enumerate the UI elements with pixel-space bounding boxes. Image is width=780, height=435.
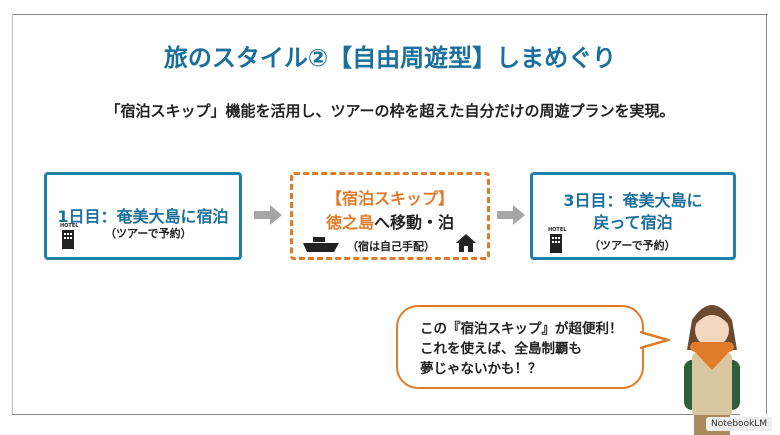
hotel-icon [550, 234, 562, 253]
step-desc: へ移動・泊 [374, 213, 455, 232]
step-title-2: 戻って宿泊 [593, 213, 673, 232]
island-name: 徳之島 [325, 213, 374, 232]
frame-line [766, 14, 767, 414]
house-icon [456, 234, 476, 252]
hotel-label: HOTEL [60, 223, 79, 229]
arrow-right-icon [254, 205, 282, 225]
step-note: （ツアーで予約） [589, 239, 676, 252]
frame-line [12, 414, 740, 415]
frame-line [12, 14, 13, 414]
bubble-tail [640, 330, 670, 350]
arrow-right-icon [497, 205, 525, 225]
frame-line [12, 14, 768, 15]
step-day3: 3日目：奄美大島に 戻って宿泊 HOTEL （ツアーで予約） [530, 172, 736, 260]
step-note: （宿は自己手配） [347, 240, 435, 253]
step-note: （ツアーで予約） [105, 227, 192, 240]
step-title: 1日目：奄美大島に宿泊 [57, 207, 229, 226]
hotel-label: HOTEL [548, 227, 567, 233]
bubble-line: これを使えば、全島制覇も [420, 341, 582, 357]
step-day1: 1日目：奄美大島に宿泊 HOTEL （ツアーで予約） [44, 172, 242, 260]
notebooklm-watermark: NotebookLM [705, 417, 772, 431]
slide-subtitle: 「宿泊スキップ」機能を活用し、ツアーの枠を超えた自分だけの周遊プランを実現。 [105, 102, 675, 120]
hotel-icon [62, 230, 74, 249]
ship-icon [303, 237, 339, 252]
speech-bubble: この『宿泊スキップ』が超便利！ これを使えば、全島制覇も 夢じゃないかも！？ [396, 305, 644, 389]
step-title: 【宿泊スキップ】 [325, 189, 454, 208]
step-day2-skip: 【宿泊スキップ】 徳之島へ移動・泊 （宿は自己手配） [290, 172, 490, 260]
bubble-line: この『宿泊スキップ』が超便利！ [420, 321, 623, 337]
hiker-character-illustration [684, 305, 740, 435]
step-title: 3日目：奄美大島に [563, 191, 703, 210]
slide-title: 旅のスタイル②【自由周遊型】しまめぐり [163, 44, 617, 72]
bubble-line: 夢じゃないかも！？ [420, 361, 542, 377]
